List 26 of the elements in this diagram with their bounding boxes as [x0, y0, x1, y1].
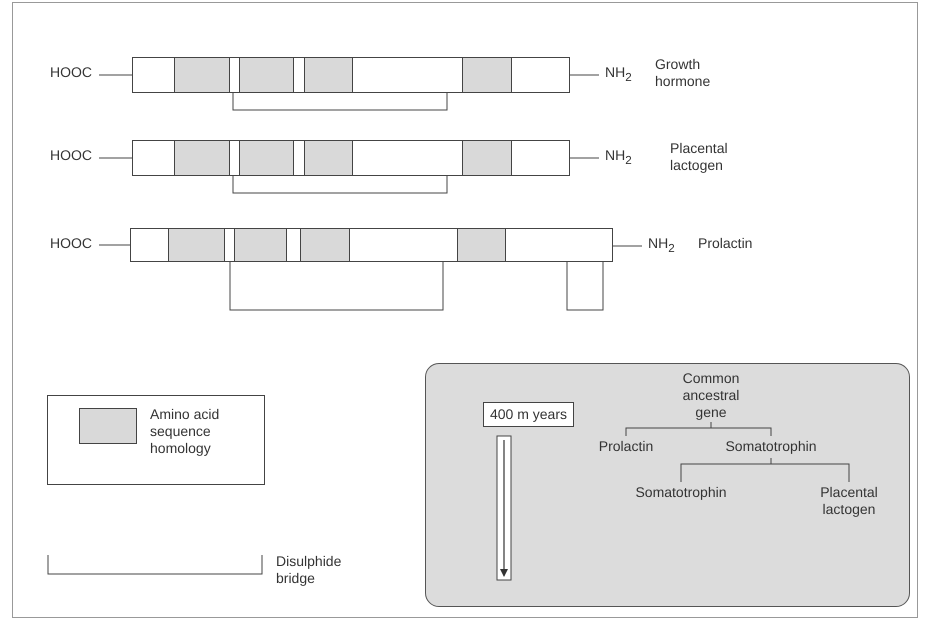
time-scale-box: 400 m years: [483, 402, 574, 427]
protein-chain-bar: [132, 140, 570, 176]
protein-name: Placental lactogen: [670, 140, 729, 174]
legend-text: Amino acid sequence homology: [150, 406, 220, 457]
terminus-label: HOOC: [50, 64, 95, 84]
terminus-label: HOOC: [50, 147, 95, 167]
terminus-label: NH$_{2}$: [605, 64, 645, 86]
gene-label: Somatotrophin: [721, 438, 821, 456]
evolution-panel: [425, 363, 910, 607]
connector-line: [98, 244, 130, 246]
gene-label: Placental lactogen: [804, 484, 894, 520]
terminus-label: NH$_{2}$: [605, 147, 645, 169]
terminus-label: HOOC: [50, 235, 95, 255]
gene-label: Common ancestral gene: [666, 370, 756, 420]
gene-label: Prolactin: [586, 438, 666, 456]
protein-chain-bar: [130, 228, 613, 262]
protein-chain-bar: [132, 57, 570, 93]
legend-text: Disulphide bridge: [276, 553, 342, 587]
connector-line: [570, 74, 600, 76]
connector-line: [770, 458, 850, 482]
connector-line: [98, 74, 132, 76]
gene-label: Somatotrophin: [631, 484, 731, 502]
protein-name: Prolactin: [698, 235, 754, 252]
connector-line: [710, 422, 772, 436]
protein-name: Growth hormone: [655, 56, 712, 90]
terminus-label: NH$_{2}$: [648, 235, 688, 257]
